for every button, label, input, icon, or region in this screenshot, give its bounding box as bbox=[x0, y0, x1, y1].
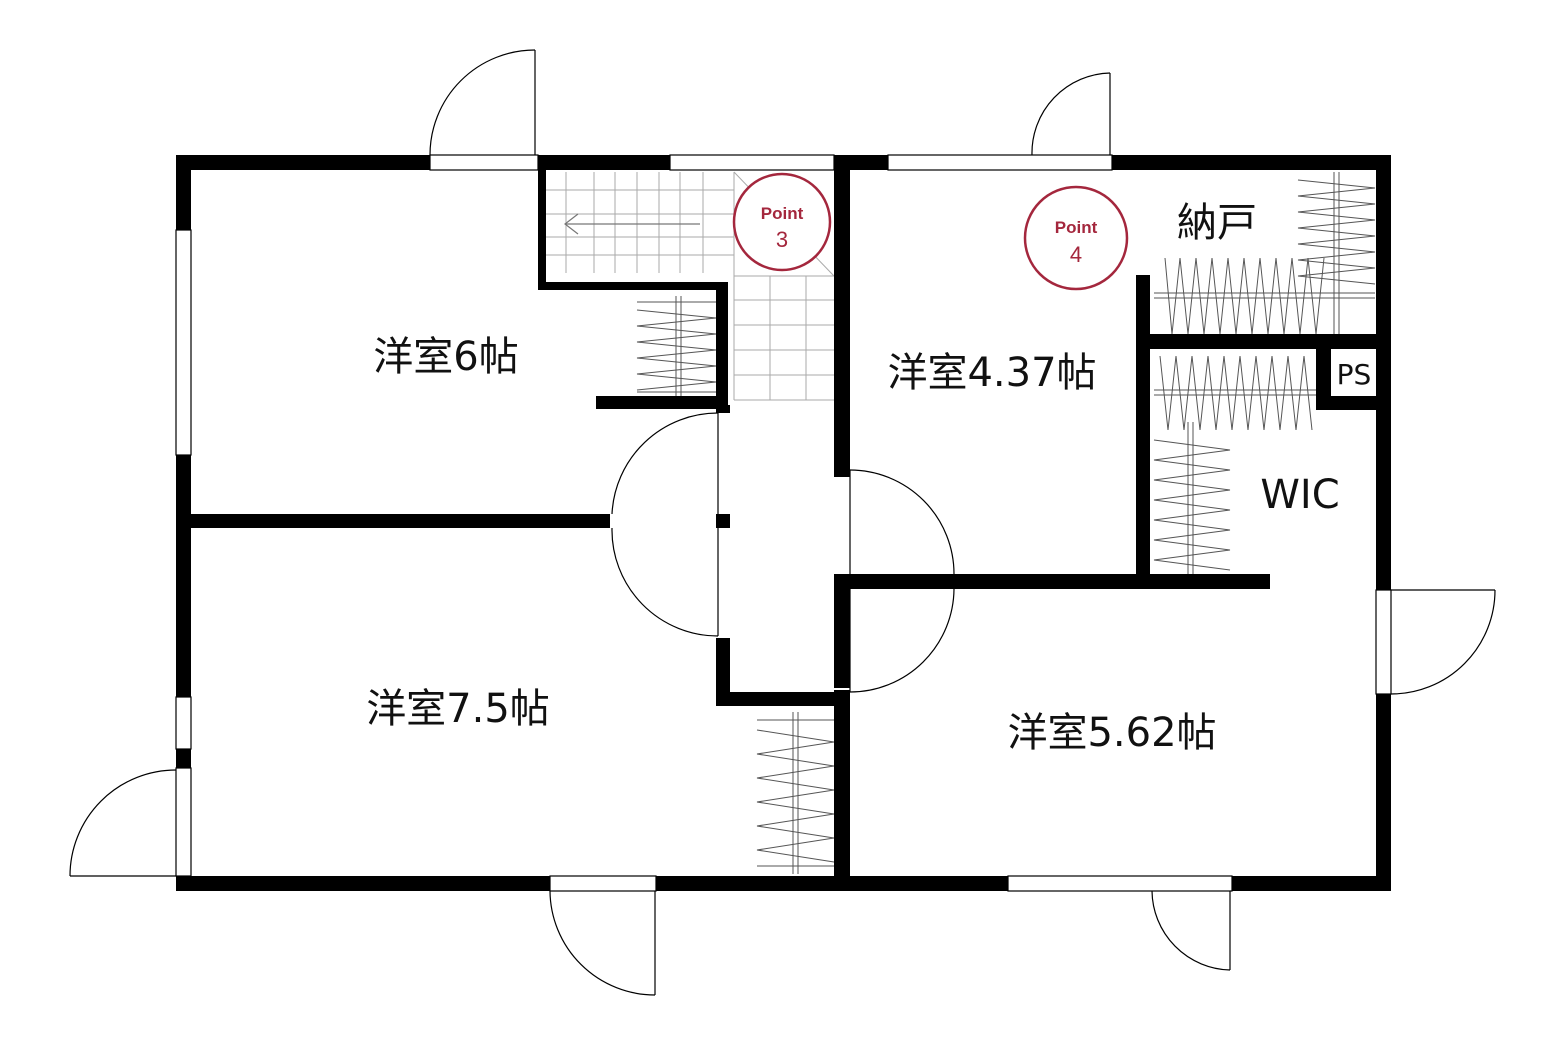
room-label-6jo: 洋室6帖 bbox=[373, 334, 518, 380]
closet-room75 bbox=[756, 712, 835, 874]
point-marker-3: Point 3 bbox=[732, 172, 832, 272]
walls bbox=[176, 155, 1391, 891]
room-label-75jo: 洋室7.5帖 bbox=[366, 686, 550, 732]
window-left-bottom bbox=[175, 767, 192, 877]
closet-hatching bbox=[636, 172, 1376, 874]
point-marker-4: Point 4 bbox=[1023, 185, 1129, 291]
door-room75 bbox=[611, 527, 719, 637]
door-room437 bbox=[849, 469, 955, 575]
svg-text:4: 4 bbox=[1070, 242, 1082, 267]
room-label-437jo: 洋室4.37帖 bbox=[887, 350, 1096, 396]
door-room6 bbox=[611, 412, 719, 515]
window-top-stair bbox=[669, 154, 835, 171]
closet-wic bbox=[1153, 355, 1318, 575]
storage-label: 納戸 bbox=[1177, 200, 1257, 246]
doors bbox=[69, 49, 1496, 996]
door-room562 bbox=[849, 588, 955, 693]
window-bottom-left bbox=[549, 875, 657, 892]
door-top-left bbox=[429, 49, 536, 156]
window-right bbox=[1375, 589, 1392, 695]
svg-text:Point: Point bbox=[1055, 218, 1098, 237]
closet-room6 bbox=[636, 296, 717, 398]
closet-storage bbox=[1154, 172, 1376, 336]
svg-text:3: 3 bbox=[776, 227, 788, 252]
window-top-right bbox=[887, 154, 1113, 171]
door-top-right bbox=[1031, 72, 1111, 156]
ps-label: PS bbox=[1337, 358, 1372, 391]
window-left-upper bbox=[175, 229, 192, 456]
room-label-562jo: 洋室5.62帖 bbox=[1007, 710, 1216, 756]
door-bottom-right bbox=[1151, 890, 1231, 971]
staircase bbox=[545, 171, 835, 401]
window-bottom-right bbox=[1007, 875, 1233, 892]
svg-text:Point: Point bbox=[761, 204, 804, 223]
stair-direction-arrow-icon bbox=[564, 213, 700, 235]
window-left-lower bbox=[175, 696, 192, 750]
window-top-left bbox=[429, 154, 539, 171]
door-bottom-left bbox=[549, 890, 656, 996]
door-right bbox=[1390, 589, 1496, 695]
wic-label: WIC bbox=[1260, 472, 1339, 518]
door-left bbox=[69, 769, 177, 877]
